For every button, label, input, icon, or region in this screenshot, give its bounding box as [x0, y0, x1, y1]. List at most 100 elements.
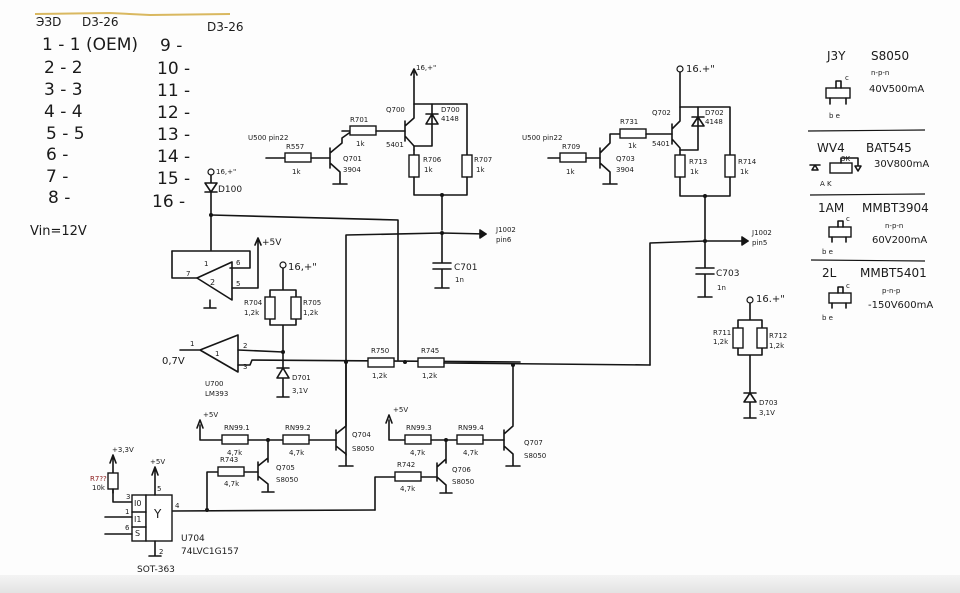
r745-label: R745: [421, 347, 439, 355]
resistor-r745: [417, 357, 445, 368]
mux-pin-num: 5: [157, 485, 161, 493]
d100-opamp-top: 16,+" D100 1 2 7 6 5 +5V: [171, 168, 399, 361]
u704-label: U704: [181, 534, 205, 544]
legend-part: MMBT5401: [860, 266, 927, 280]
resistor-r750: [367, 357, 395, 368]
mux-pin-i0: I0: [134, 499, 141, 508]
r701-value: 1k: [356, 140, 365, 148]
rn3-label: RN99.3: [406, 424, 432, 432]
r742-label: R742: [397, 461, 415, 469]
resistor-rn99-3: [404, 434, 432, 445]
r713-value: 1k: [690, 168, 699, 176]
resistor-r705: [290, 296, 302, 320]
resistor-r714: [724, 154, 736, 178]
legend-type: p-n-p: [882, 287, 901, 295]
pin-row: 1 - 1 (OEM): [42, 35, 138, 55]
r743-value: 4,7k: [224, 480, 240, 488]
legend-rating: 40V500mA: [869, 84, 924, 95]
r750-value: 1,2k: [372, 372, 388, 380]
input-label: U500 pin22: [248, 134, 288, 142]
comparator-stage: 16,+" R704 1,2k R705 1,2k 1 1 2 3 0,7V U…: [162, 261, 521, 398]
c701-label: C701: [454, 263, 477, 273]
driver-right: U500 pin22 R709 1k Q703 3904 R731 1k Q70…: [522, 64, 757, 241]
resistor-r711: [732, 327, 744, 349]
r713-label: R713: [689, 158, 707, 166]
legend-pin-c: c: [846, 282, 850, 290]
c701-output: C701 1n J1002 pin6: [345, 226, 516, 456]
reference-right: 16.+" R711 1,2k R712 1,2k D703 3,1V: [713, 294, 787, 419]
pullup-label: R7??: [90, 475, 107, 483]
legend-pin-c: c: [846, 215, 850, 223]
c701-value: 1n: [455, 276, 464, 284]
rn2-value: 4,7k: [289, 449, 305, 457]
pin-row: 15 -: [157, 169, 190, 189]
pin-table-header-right: D3-26: [207, 20, 243, 34]
r706-value: 1k: [424, 166, 433, 174]
u700-part: LM393: [205, 390, 228, 398]
q703-part: 3904: [616, 166, 634, 174]
paper-edge: [34, 11, 231, 17]
r705-value: 1,2k: [303, 309, 319, 317]
r709-value: 1k: [566, 168, 575, 176]
parts-legend: J3Y S8050 n-p-n 40V500mA c b e WV4 BAT54…: [807, 49, 933, 322]
q706-label: Q706: [452, 466, 471, 474]
u704-part: 74LVC1G157: [181, 547, 239, 557]
page-bottom-shadow: [0, 575, 960, 593]
pin-row: 12 -: [157, 103, 190, 123]
bottom-stage: +5V RN99.1 4,7k RN99.2 4,7k Q704 S8050 R…: [172, 359, 546, 512]
r557-label: R557: [286, 143, 304, 151]
q705-part: S8050: [276, 476, 298, 484]
legend-code: WV4: [817, 141, 845, 155]
divider-ladder: R750 1,2k R745 1,2k: [344, 347, 651, 426]
resistor-r706: [408, 154, 420, 178]
legend-part: MMBT3904: [862, 201, 929, 215]
q704-label: Q704: [352, 431, 371, 439]
r731-value: 1k: [628, 142, 637, 150]
pin-row: 11 -: [157, 81, 190, 101]
plus5-label: +5V: [393, 406, 408, 414]
pin-row: 8 -: [48, 188, 70, 208]
r712-value: 1,2k: [769, 342, 785, 350]
rail-label: 16.+": [686, 64, 715, 75]
r705-label: R705: [303, 299, 321, 307]
legend-rating: 30V800mA: [874, 159, 929, 170]
pin-row: 14 -: [157, 147, 190, 167]
r704-value: 1,2k: [244, 309, 260, 317]
sot23-icon: [828, 220, 852, 243]
mux-pin-i1: I1: [134, 515, 141, 524]
resistor-r701: [349, 125, 377, 136]
resistor-rn99-1: [221, 434, 249, 445]
r709-label: R709: [562, 143, 580, 151]
resistor-r742: [394, 471, 422, 482]
plus5-label: +5V: [150, 458, 165, 466]
resistor-pullup: [107, 472, 119, 490]
q702-part: 5401: [652, 140, 670, 148]
resistor-rn99-4: [456, 434, 484, 445]
pin-row: 3 - 3: [44, 80, 83, 100]
mux-pin-num: 3: [126, 493, 130, 501]
pin-row: 13 -: [157, 125, 190, 145]
legend-pin-c: 3K: [841, 155, 850, 163]
opamp-pin: 5: [236, 280, 240, 288]
pin-row: 6 -: [46, 145, 68, 165]
rn2-label: RN99.2: [285, 424, 311, 432]
pin-row: 4 - 4: [44, 102, 83, 122]
d702-part: 4148: [705, 118, 723, 126]
legend-pin-c: c: [845, 74, 849, 82]
r557-value: 1k: [292, 168, 301, 176]
legend-type: n-p-n: [885, 222, 903, 230]
legend-pins: b e: [822, 314, 833, 322]
r731-label: R731: [620, 118, 638, 126]
mux-body: [145, 494, 173, 542]
c703-output: C703 1n J1002 pin5: [649, 229, 772, 366]
q707-part: S8050: [524, 452, 546, 460]
rn4-label: RN99.4: [458, 424, 484, 432]
mux-pin-s: S: [135, 529, 140, 538]
resistor-rn99-2: [282, 434, 310, 445]
resistor-r713: [674, 154, 686, 178]
plus5-label: +5V: [262, 238, 282, 248]
opamp-pin: 1: [204, 260, 208, 268]
mux-pin-num: 2: [159, 548, 163, 556]
q706-part: S8050: [452, 478, 474, 486]
